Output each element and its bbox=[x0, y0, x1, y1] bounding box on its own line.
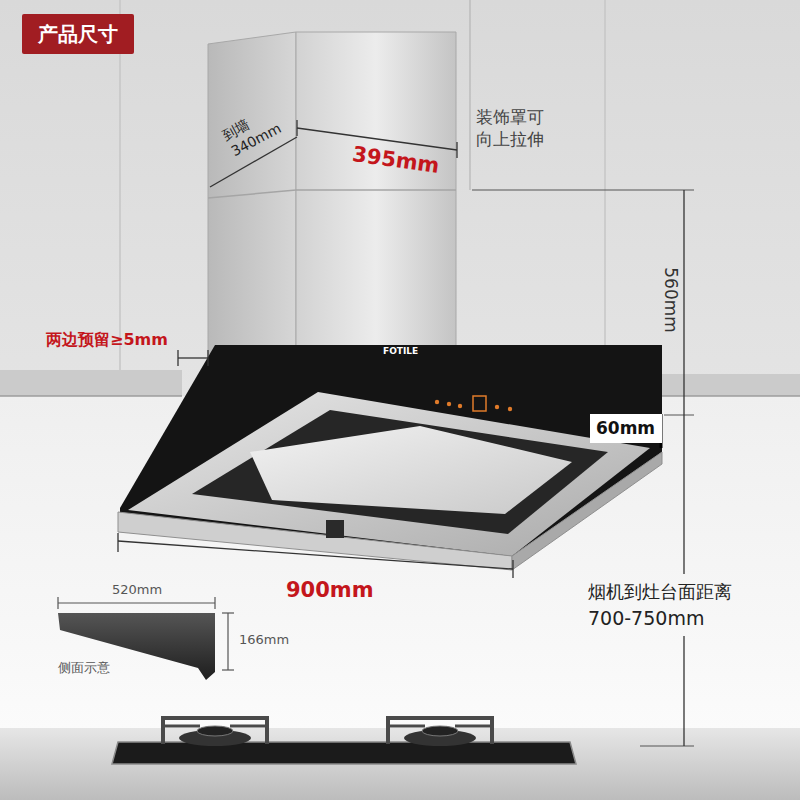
caption-text: 侧面示意 bbox=[58, 660, 110, 677]
note-text: 两边预留≥5mm bbox=[46, 330, 168, 349]
title-badge: 产品尺寸 bbox=[22, 14, 134, 54]
dimension-label: 700-750mm bbox=[588, 606, 704, 631]
note-text: 烟机到灶台面距离 bbox=[588, 580, 732, 603]
dimension-label: 560mm bbox=[661, 267, 681, 333]
dimension-label: 900mm bbox=[286, 577, 374, 604]
dimension-box: 60mm bbox=[590, 414, 662, 443]
dimension-label: 166mm bbox=[239, 632, 289, 649]
note-text: 装饰罩可 向上拉伸 bbox=[476, 107, 544, 149]
note-text: 两边预留≥5mm bbox=[46, 330, 168, 351]
note-text: 烟机到灶台面距离 bbox=[588, 581, 732, 602]
dimension-label: 166mm bbox=[239, 632, 289, 647]
dimension-label: 560mm bbox=[660, 267, 682, 333]
note-text: 装饰罩可 向上拉伸 bbox=[476, 106, 556, 150]
dimension-label: 900mm bbox=[286, 578, 374, 602]
brand-logo: FOTILE bbox=[383, 346, 418, 356]
caption-text: 侧面示意 bbox=[58, 660, 110, 675]
dimension-label: 520mm bbox=[112, 582, 162, 597]
dimension-label: 700-750mm bbox=[588, 607, 704, 629]
dimension-value: 60mm bbox=[596, 418, 656, 438]
dimension-label: 520mm bbox=[112, 582, 162, 599]
brand-logo: FOTILE bbox=[383, 346, 418, 358]
